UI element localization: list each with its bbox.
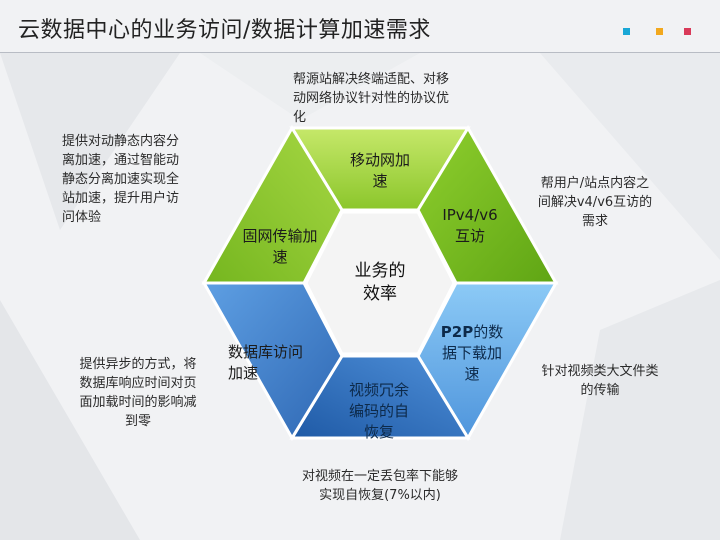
segment-fixed-label: 固网传输加 速 <box>242 227 318 266</box>
accent-dot-blue <box>623 28 630 35</box>
segment-mobile-label: 移动网加 速 <box>349 151 410 190</box>
segment-database <box>201 281 344 441</box>
annotation-upper-left: 提供对动静态内容分 离加速，通过智能动 静态分离加速实现全 站加速，提升用户访 … <box>62 134 180 225</box>
annotation-lower-left: 提供异步的方式，将 数据库响应时间对页 面加载时间的影响减 到零 <box>79 357 197 429</box>
segment-video-label: 视频冗余 编码的自 恢复 <box>348 381 409 441</box>
accent-dot-red <box>684 28 691 35</box>
accent-dot-orange <box>656 28 663 35</box>
annotation-upper-right: 帮用户/站点内容之 间解决v4/v6互访的 需求 <box>537 176 653 229</box>
segment-database-label: 数据库访问 加速 <box>228 343 304 382</box>
page-title: 云数据中心的业务访问/数据计算加速需求 <box>18 18 431 43</box>
title-divider <box>0 52 720 53</box>
annotation-top: 帮源站解决终端适配、对移 动网络协议针对性的协议优 化 <box>293 72 450 125</box>
segment-p2p-label: P2P的数 据下载加 速 <box>440 323 504 383</box>
center-hexagon <box>304 210 456 356</box>
segment-ipv-label: IPv4/v6 互访 <box>442 206 498 245</box>
annotation-lower-right: 针对视频类大文件类 的传输 <box>541 364 659 398</box>
annotation-bottom: 对视频在一定丢包率下能够 实现自恢复(7%以内) <box>301 469 458 503</box>
center-label: 业务的 效率 <box>354 261 406 304</box>
